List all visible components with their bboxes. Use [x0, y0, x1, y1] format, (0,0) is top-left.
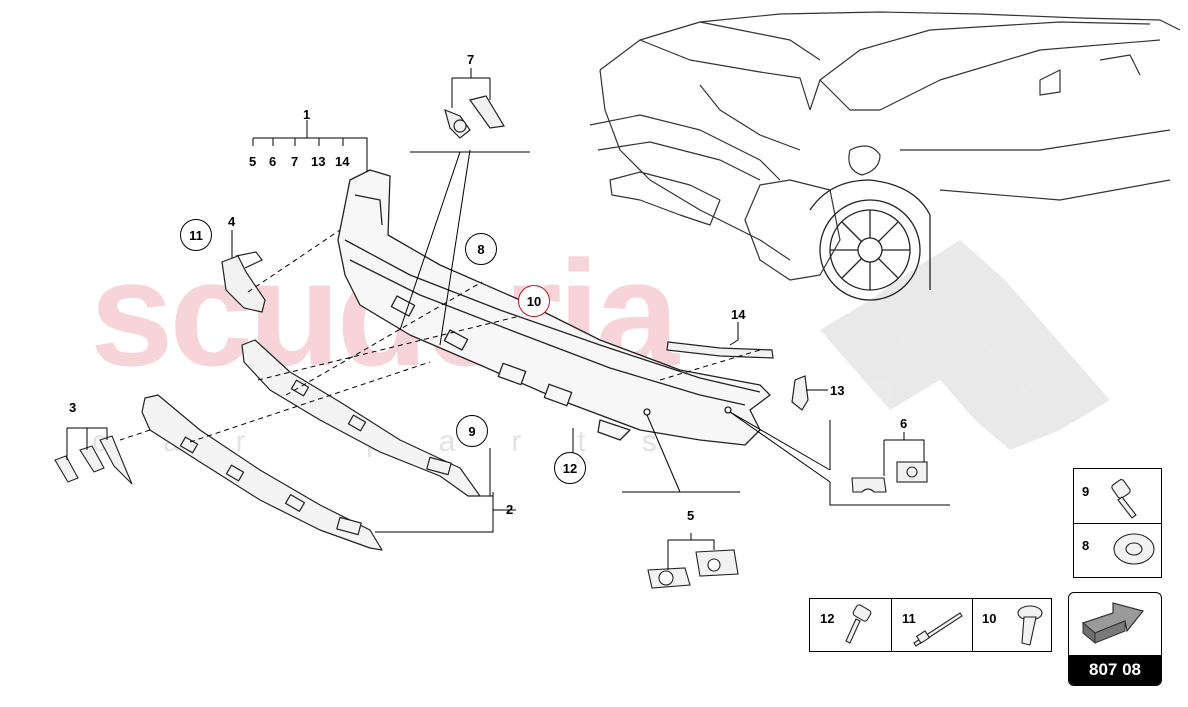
fastener-legend-bottom: 12 11 10 — [809, 598, 1052, 652]
part-4-bracket — [221, 251, 266, 313]
legend-label-8: 8 — [1082, 538, 1090, 553]
callout-12-circle: 12 — [554, 452, 586, 484]
legend-divider — [1074, 523, 1161, 524]
legend-divider — [972, 599, 973, 651]
callout-1-sub-13: 13 — [311, 154, 326, 169]
callout-7: 7 — [467, 52, 475, 67]
part-7-sensors — [444, 95, 505, 139]
callout-3: 3 — [69, 400, 77, 415]
bolt-washer-icon — [1017, 605, 1043, 646]
page-reference-button[interactable]: 807 08 — [1068, 592, 1162, 686]
screw-icon — [845, 604, 872, 644]
part-6-clips — [851, 461, 928, 493]
callout-10-circle: 10 — [518, 285, 550, 317]
rivet-icon — [913, 612, 963, 647]
legend-label-11: 11 — [902, 611, 916, 626]
callout-1-sub-14: 14 — [335, 154, 350, 169]
callout-4: 4 — [228, 214, 236, 229]
part-13-bracket — [791, 375, 809, 411]
diffuser-lower — [141, 394, 383, 551]
page-reference-number: 807 08 — [1069, 655, 1161, 685]
callout-1-sub-7: 7 — [291, 154, 299, 169]
fastener-icons-right — [1111, 479, 1155, 565]
checkered-flag-watermark — [820, 240, 1110, 450]
fastener-icons-bottom — [845, 604, 1043, 647]
leader-lines — [66, 68, 950, 570]
callout-1-sub-5: 5 — [249, 154, 257, 169]
wheel-outline — [809, 179, 931, 301]
callout-6: 6 — [900, 416, 908, 431]
callout-13: 13 — [830, 383, 845, 398]
bolt-icon — [1111, 479, 1137, 519]
part-14-strip — [666, 341, 774, 359]
callout-14: 14 — [731, 307, 746, 322]
diffuser-upper — [241, 339, 481, 497]
callout-11-circle: 11 — [180, 219, 212, 251]
callout-5: 5 — [687, 508, 695, 523]
dashed-leaders — [119, 229, 761, 443]
callout-9-circle: 9 — [456, 415, 488, 447]
callout-8-circle: 8 — [465, 233, 497, 265]
legend-divider — [891, 599, 892, 651]
callout-1-sub-6: 6 — [269, 154, 277, 169]
legend-label-9: 9 — [1082, 484, 1090, 499]
callout-2: 2 — [506, 502, 514, 517]
arrow-icon — [1081, 602, 1145, 645]
legend-label-10: 10 — [982, 611, 997, 626]
rear-bumper-drawing — [337, 169, 771, 446]
vehicle-outline — [589, 11, 1181, 281]
fastener-legend-right: 9 8 — [1073, 468, 1162, 578]
callout-1: 1 — [303, 107, 311, 122]
part-5-pads — [647, 549, 739, 589]
nut-icon — [1113, 533, 1155, 565]
legend-label-12: 12 — [820, 611, 835, 626]
part-3-pieces — [54, 435, 133, 485]
